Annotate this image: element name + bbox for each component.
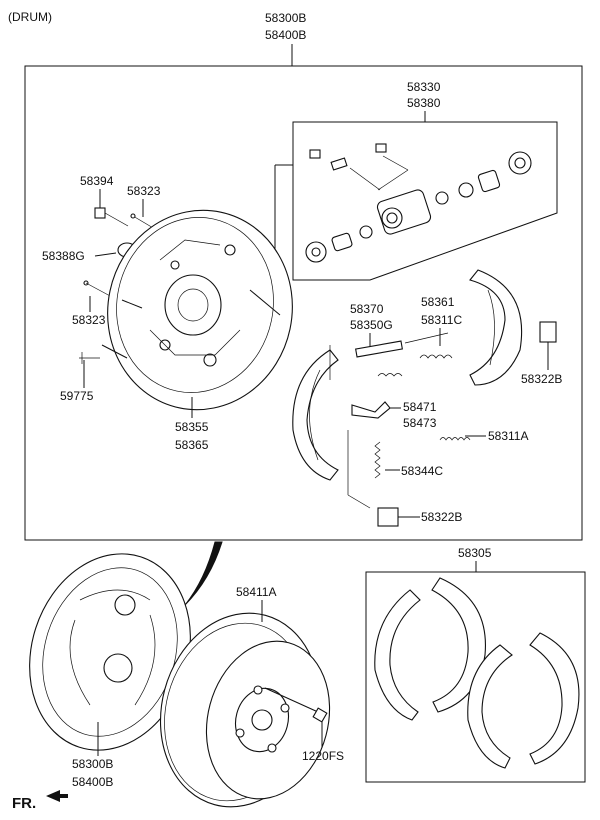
spring-58344C-label: 58344C xyxy=(401,464,443,478)
drum-label: 58411A xyxy=(236,585,276,599)
assembled-brake xyxy=(29,553,191,751)
grommet-label: 58388G xyxy=(42,249,85,263)
screw-label: 1220FS xyxy=(302,749,344,763)
screw xyxy=(264,687,328,748)
shoe-kit-shoes xyxy=(374,577,580,769)
shoe-kit-label: 58305 xyxy=(458,546,492,560)
wheel-cylinder-box xyxy=(292,121,558,281)
right-brake-shoe xyxy=(469,269,557,386)
front-label: FR. xyxy=(12,795,36,812)
spring-58311A-label: 58311A xyxy=(488,429,528,443)
adjuster-and-springs xyxy=(355,332,453,377)
clip-bottom-label: 58322B xyxy=(421,510,462,524)
wheel-cylinder-parts xyxy=(305,143,532,263)
left-brake-shoe xyxy=(292,345,371,509)
assembly-label-1: 58300B xyxy=(72,757,113,771)
bolt-58323-bottom-label: 58323 xyxy=(72,313,106,327)
spring-label-1: 58361 xyxy=(421,295,455,309)
lever xyxy=(351,401,401,419)
wheel-cylinder-label-2: 58380 xyxy=(407,96,441,110)
main-assembly-box xyxy=(24,65,583,541)
adjuster-label-2: 58350G xyxy=(350,318,393,332)
assembly-label-2: 58400B xyxy=(72,775,113,789)
pin-59775-label: 59775 xyxy=(60,389,94,403)
bolt-58394-label: 58394 xyxy=(80,174,114,188)
backing-plate-label-2: 58365 xyxy=(175,438,209,452)
variant-label: (DRUM) xyxy=(8,10,52,24)
clip-right-label: 58322B xyxy=(521,372,562,386)
clip-bottom xyxy=(377,507,420,527)
backing-plate-label-1: 58355 xyxy=(175,420,209,434)
backing-plate xyxy=(107,209,293,411)
shoe-kit-box xyxy=(365,571,586,783)
spring-label-2: 58311C xyxy=(421,313,462,327)
wheel-cylinder-label-1: 58330 xyxy=(407,80,441,94)
brake-drum xyxy=(159,612,331,808)
lever-label-2: 58473 xyxy=(403,416,437,430)
return-springs xyxy=(374,435,486,479)
assembly-arrow xyxy=(184,541,223,606)
top-part-label-2: 58400B xyxy=(265,28,306,42)
adjuster-label-1: 58370 xyxy=(350,302,384,316)
lever-label-1: 58471 xyxy=(403,400,437,414)
bolt-58323-top-label: 58323 xyxy=(127,184,161,198)
top-part-label-1: 58300B xyxy=(265,11,306,25)
front-arrow-icon xyxy=(46,790,68,802)
